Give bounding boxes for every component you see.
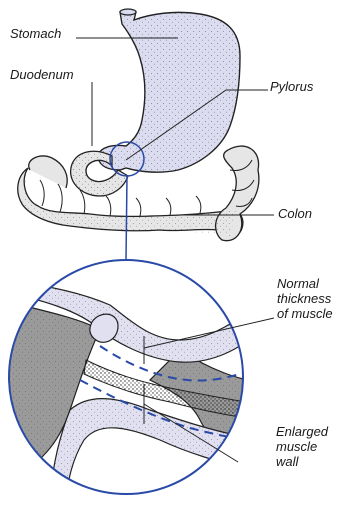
label-enlarged-muscle: Enlarged muscle wall <box>276 424 328 469</box>
magnifier-connector-line <box>126 176 127 260</box>
colon-left-loop <box>29 156 68 188</box>
stomach-shape <box>98 9 240 172</box>
label-stomach: Stomach <box>10 26 61 41</box>
esophagus-opening <box>120 9 136 15</box>
label-duodenum: Duodenum <box>10 67 74 82</box>
label-colon: Colon <box>278 206 312 221</box>
label-normal-muscle: Normal thickness of muscle <box>277 276 333 321</box>
label-pylorus: Pylorus <box>270 79 313 94</box>
magnified-view <box>0 260 260 500</box>
